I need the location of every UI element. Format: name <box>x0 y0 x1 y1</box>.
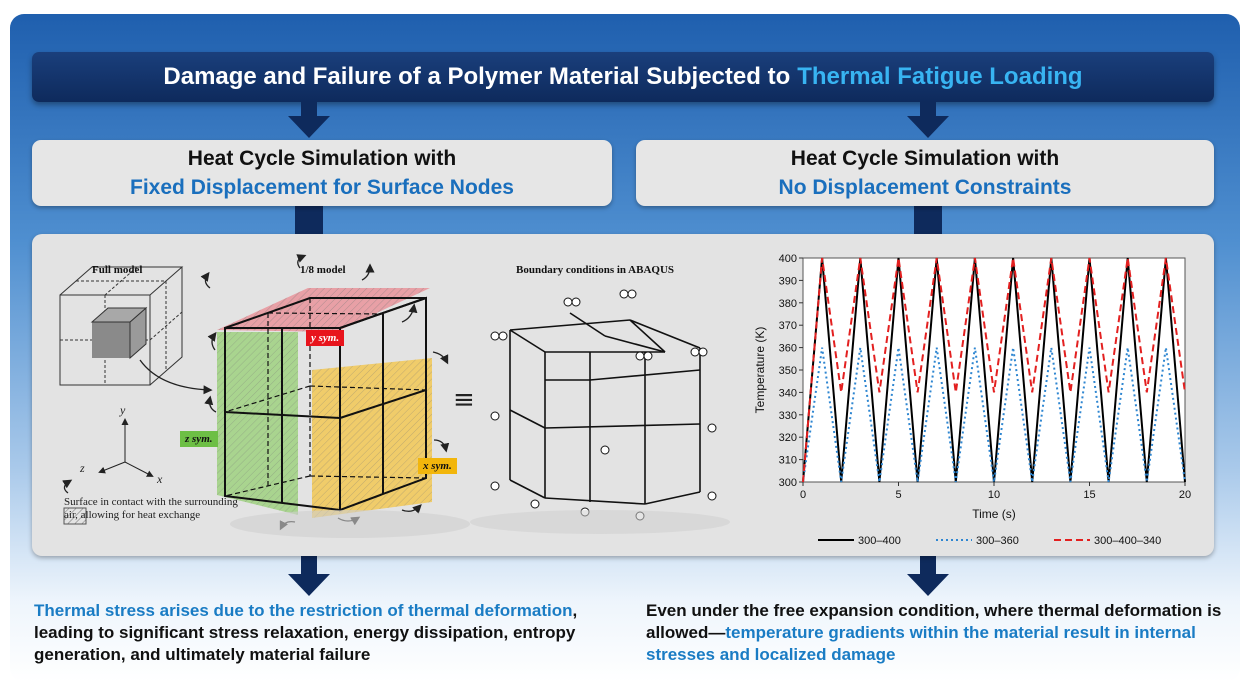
title-text: Damage and Failure of a Polymer Material… <box>163 63 791 90</box>
full-model-caption: Full model <box>92 264 143 276</box>
arrow-down-icon <box>907 556 949 596</box>
legend-label: 300–400 <box>858 535 901 547</box>
no-constraint-box: Heat Cycle Simulation with No Displaceme… <box>636 140 1214 206</box>
legend-description: Surface in contact with the surrounding … <box>64 496 238 521</box>
y-sym-label: y sym. <box>306 330 345 346</box>
y-tick-label: 320 <box>779 432 797 444</box>
fixed-displacement-box: Heat Cycle Simulation with Fixed Displac… <box>32 140 612 206</box>
equivalence-symbol: ≡ <box>453 385 475 415</box>
plot-area <box>802 257 1186 483</box>
eighth-model-cube <box>200 254 470 538</box>
x-tick-label: 5 <box>895 489 901 501</box>
right-box-line1: Heat Cycle Simulation with <box>790 147 1060 170</box>
z-sym-label: z sym. <box>180 431 218 447</box>
connector-bar <box>914 206 942 234</box>
y-tick-label: 330 <box>779 410 797 422</box>
series-line-0 <box>802 257 1186 483</box>
x-tick-label: 15 <box>1083 489 1095 501</box>
y-tick-label: 310 <box>779 455 797 467</box>
title-banner: Damage and Failure of a Polymer Material… <box>32 52 1214 102</box>
boundary-caption: Boundary conditions in ABAQUS <box>516 264 675 276</box>
temperature-chart: 300 310 320 330 340 350 360 370 380 390 400 0 5 10 15 2… <box>753 253 1191 547</box>
series-line-2 <box>802 257 1186 483</box>
x-tick-label: 20 <box>1179 489 1191 501</box>
y-tick-label: 360 <box>779 343 797 355</box>
rotation-arrow-icon <box>62 479 73 494</box>
left-box-line1: Heat Cycle Simulation with <box>187 147 457 170</box>
bottom-left-text: Thermal stress arises due to the restric… <box>34 600 614 666</box>
support-symbols <box>490 289 717 521</box>
axis-z-label: z <box>80 461 85 475</box>
y-axis-label: Temperature (K) <box>753 327 767 414</box>
y-tick-label: 370 <box>779 320 797 332</box>
left-box-line2: Fixed Displacement for Surface Nodes <box>130 176 514 199</box>
axis-x-label: x <box>157 472 163 486</box>
legend-label: 300–360 <box>976 535 1019 547</box>
model-figure <box>59 254 730 538</box>
hatch-swatch-icon <box>63 507 87 525</box>
bottom-left-black: , leading to significant stress relaxati… <box>34 601 578 664</box>
y-tick-label: 340 <box>779 387 797 399</box>
connector-bar <box>295 206 323 234</box>
arrow-down-icon <box>288 556 330 596</box>
legend-label: 300–400–340 <box>1094 535 1161 547</box>
abaqus-mesh <box>509 312 701 505</box>
y-tick-label: 400 <box>779 253 797 265</box>
y-tick-label: 380 <box>779 298 797 310</box>
x-axis-label: Time (s) <box>972 507 1016 521</box>
x-sym-label: x sym. <box>418 458 457 474</box>
title-highlight: Thermal Fatigue Loading <box>797 63 1083 90</box>
axis-y-label: y <box>120 403 126 417</box>
y-tick-label: 390 <box>779 275 797 287</box>
coordinate-axes <box>98 418 154 477</box>
arrow-down-icon <box>288 102 330 138</box>
bottom-left-blue: Thermal stress arises due to the restric… <box>34 601 573 620</box>
bottom-right-text: Even under the free expansion condition,… <box>646 600 1238 666</box>
full-model-cube <box>59 266 184 386</box>
arrow-down-icon <box>907 102 949 138</box>
eighth-model-caption: 1/8 model <box>300 264 346 276</box>
x-tick-label: 0 <box>800 489 806 501</box>
bottom-right-blue: temperature gradients within the materia… <box>646 623 1196 664</box>
y-tick-label: 300 <box>779 477 797 489</box>
right-box-line2: No Displacement Constraints <box>778 176 1072 199</box>
x-tick-label: 10 <box>988 489 1000 501</box>
bottom-right-black: Even under the free expansion condition,… <box>646 601 1222 642</box>
y-tick-label: 350 <box>779 365 797 377</box>
